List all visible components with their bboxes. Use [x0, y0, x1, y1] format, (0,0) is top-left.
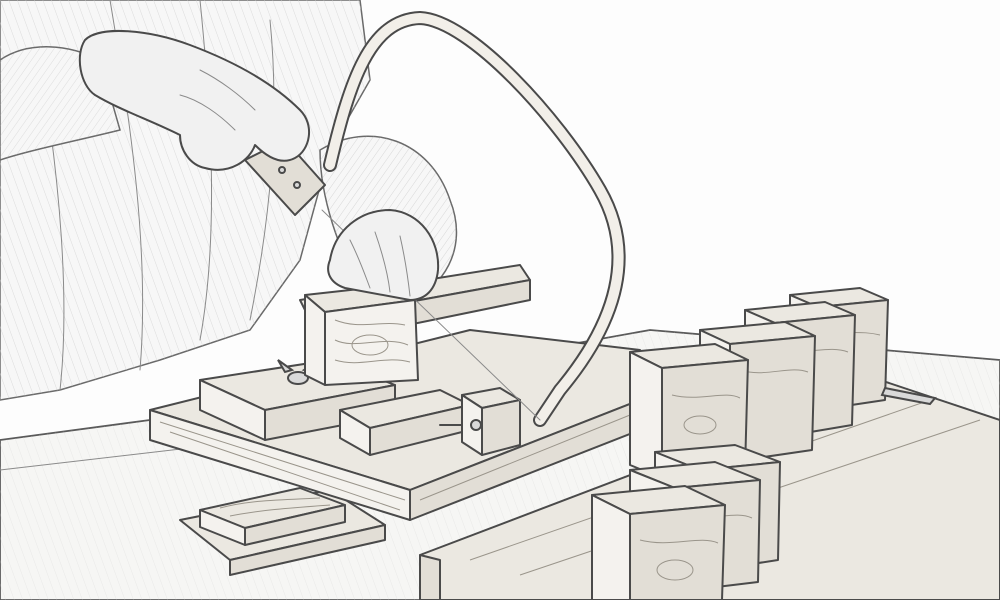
gloved-hand-lower — [327, 209, 440, 301]
soap-bars-front-row — [591, 444, 781, 600]
jig-guide-block — [439, 387, 521, 456]
soap-bar — [591, 485, 726, 600]
gloved-hand-upper — [78, 30, 310, 171]
knife-icon — [880, 386, 937, 406]
soap-slab-loose — [199, 487, 346, 546]
soap-block-cutting — [304, 284, 419, 386]
